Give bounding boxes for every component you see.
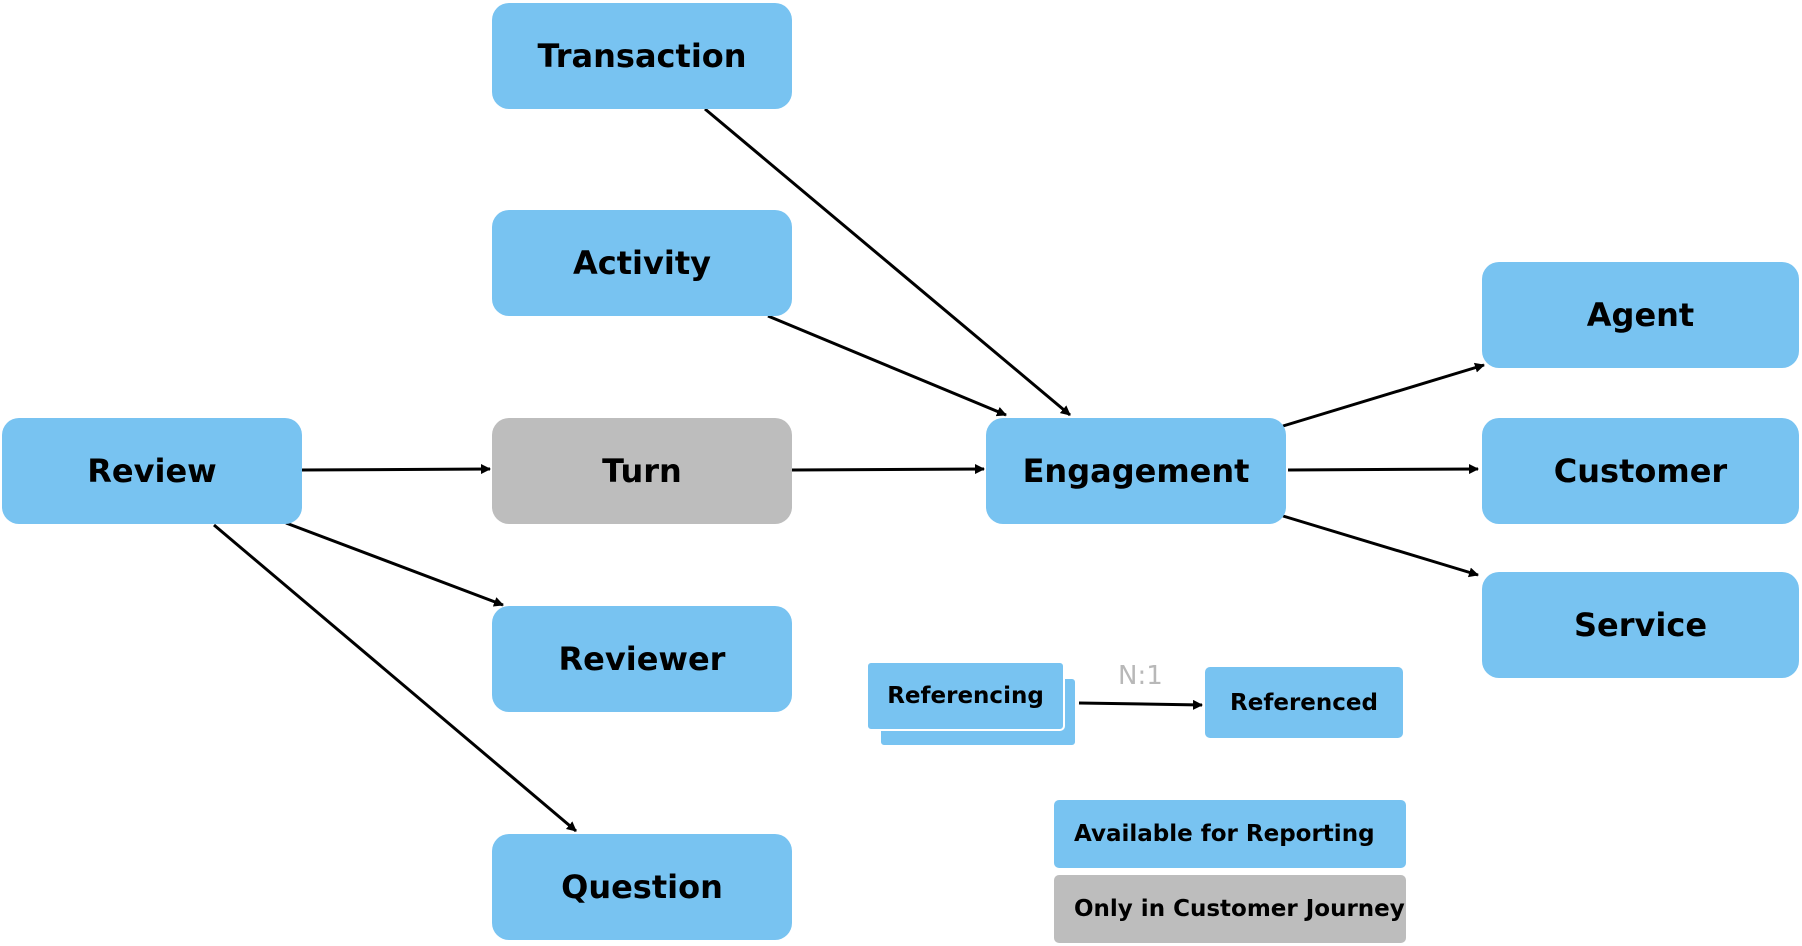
node-question: Question	[492, 834, 792, 940]
node-customer: Customer	[1482, 418, 1799, 524]
edge-engagement-agent	[1282, 362, 1485, 428]
legend-available-for-reporting: Available for Reporting	[1054, 800, 1406, 868]
legend-only-in-customer-journey: Only in Customer Journey	[1054, 875, 1406, 943]
legend-referenced: Referenced	[1205, 667, 1403, 738]
edge-activity-engagement	[767, 314, 1007, 417]
legend-ratio-label: N:1	[1118, 661, 1163, 691]
node-activity: Activity	[492, 210, 792, 316]
edge-engagement-service	[1282, 514, 1479, 578]
node-transaction: Transaction	[492, 3, 792, 109]
edge-review-question	[213, 523, 577, 833]
edge-review-reviewer	[285, 521, 504, 607]
edge-transaction-engagement	[704, 107, 1071, 417]
node-service: Service	[1482, 572, 1799, 678]
node-turn: Turn	[492, 418, 792, 524]
node-agent: Agent	[1482, 262, 1799, 368]
edge-turn-engagement	[791, 464, 985, 475]
legend-referencing: Referencing	[866, 661, 1065, 731]
node-review: Review	[2, 418, 302, 524]
edge-legend-referencing-referenced	[1078, 699, 1203, 710]
node-engagement: Engagement	[986, 418, 1286, 524]
edge-engagement-customer	[1287, 464, 1479, 475]
node-reviewer: Reviewer	[492, 606, 792, 712]
edge-review-turn	[299, 464, 491, 475]
